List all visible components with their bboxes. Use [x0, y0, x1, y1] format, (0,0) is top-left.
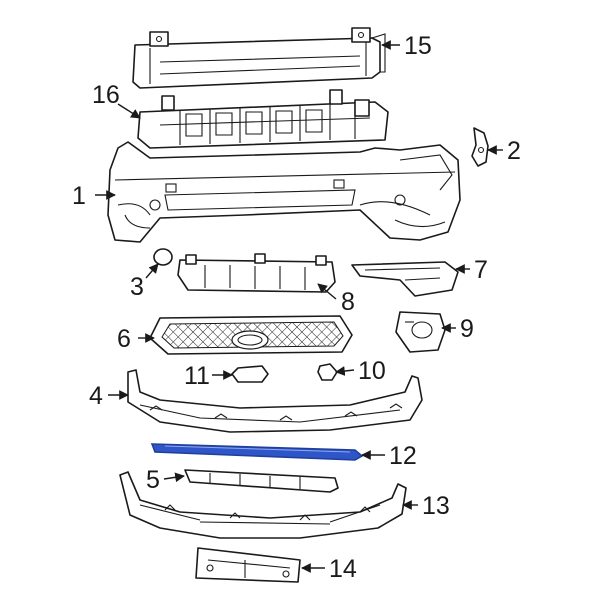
- callout-14: 14: [329, 555, 357, 583]
- callout-9: 9: [460, 315, 474, 343]
- callout-15: 15: [404, 32, 432, 60]
- part-14-license-bracket[interactable]: [195, 547, 301, 583]
- part-7-side-trim[interactable]: [351, 261, 459, 297]
- leader-lines: [95, 40, 503, 573]
- part-16-energy-absorber[interactable]: [137, 89, 389, 149]
- part-6-grille[interactable]: [149, 315, 353, 355]
- part-12-trim-strip[interactable]: [150, 443, 364, 461]
- part-10-clip[interactable]: [317, 363, 338, 381]
- part-13-skid-plate[interactable]: [119, 471, 407, 539]
- part-8-grille-insert[interactable]: [177, 253, 336, 293]
- callout-11: 11: [184, 362, 210, 390]
- callout-8: 8: [341, 288, 355, 316]
- part-2-bracket[interactable]: [471, 127, 489, 167]
- part-11-emblem[interactable]: [231, 365, 269, 383]
- callout-10: 10: [358, 357, 386, 385]
- callout-12: 12: [389, 442, 417, 470]
- callout-16: 16: [92, 81, 120, 109]
- part-3-tow-hook-cover[interactable]: [153, 248, 173, 266]
- callout-3: 3: [130, 273, 144, 301]
- callout-7: 7: [474, 256, 488, 284]
- part-15-reinforcement-bar[interactable]: [132, 27, 386, 89]
- part-9-fog-lamp-bezel[interactable]: [395, 311, 446, 353]
- callout-labels: 1 2 3 4 5 6 7 8 9 10 11 12 13 14 15 16: [72, 32, 521, 583]
- part-4-lower-valance[interactable]: [127, 369, 423, 433]
- callout-6: 6: [117, 325, 131, 353]
- part-5-center-bracket[interactable]: [184, 469, 339, 493]
- callout-4: 4: [89, 382, 103, 410]
- callout-2: 2: [507, 137, 521, 165]
- callout-13: 13: [422, 492, 450, 520]
- callout-1: 1: [72, 182, 86, 210]
- callout-5: 5: [146, 466, 160, 494]
- part-1-bumper-cover[interactable]: [107, 141, 461, 243]
